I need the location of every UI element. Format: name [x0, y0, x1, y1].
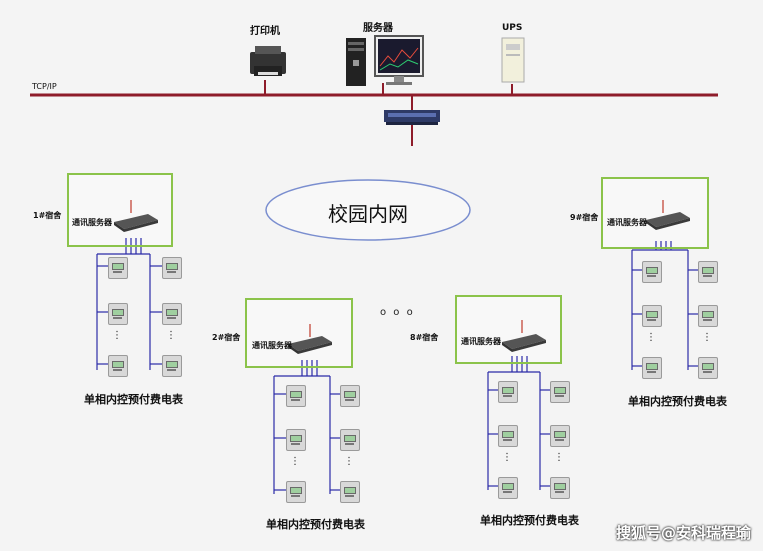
group-1-dorm-label: 1#宿舍 [33, 211, 62, 220]
tcpip-label: TCP/IP [32, 82, 57, 91]
campus-network-label: 校园内网 [328, 202, 408, 226]
group-4-dorm-label: 9#宿舍 [570, 213, 599, 222]
group-2-caption: 单相内控预付费电表 [266, 518, 365, 531]
meter [340, 385, 360, 407]
group-1-caption: 单相内控预付费电表 [84, 393, 183, 406]
group-3-frame [455, 295, 562, 364]
meter [286, 385, 306, 407]
campus-network-ellipse [265, 179, 471, 241]
meter [550, 381, 570, 403]
meter [108, 303, 128, 325]
group-2-frame [245, 298, 353, 368]
meter [698, 261, 718, 283]
meter [698, 357, 718, 379]
printer-icon [250, 46, 286, 76]
server-icon [346, 38, 366, 86]
meter [340, 481, 360, 503]
group-1-wiring [96, 244, 162, 370]
meter [340, 429, 360, 451]
meter [108, 257, 128, 279]
group-4-frame [601, 177, 709, 249]
meter [550, 477, 570, 499]
meter [162, 355, 182, 377]
meter [108, 355, 128, 377]
group-2-wiring [273, 364, 340, 494]
meter [162, 257, 182, 279]
server-label: 服务器 [363, 23, 393, 34]
printer-label: 打印机 [250, 26, 280, 37]
meter-ellipsis: ⋮ [502, 452, 512, 463]
meter [698, 305, 718, 327]
group-3-caption: 单相内控预付费电表 [480, 514, 579, 527]
meter [642, 357, 662, 379]
group-1-device-label: 通讯服务器 [72, 218, 112, 227]
meter [498, 477, 518, 499]
meter [286, 429, 306, 451]
meter-ellipsis: ⋮ [646, 332, 656, 343]
meter-ellipsis: ⋮ [290, 456, 300, 467]
meter [642, 305, 662, 327]
watermark: 搜狐号@安科瑞程瑜 [615, 524, 751, 542]
meter [286, 481, 306, 503]
more-groups-ellipsis: o o o [380, 307, 415, 318]
group-4-device-label: 通讯服务器 [607, 218, 647, 227]
meter-ellipsis: ⋮ [344, 456, 354, 467]
ups-label: UPS [502, 23, 523, 33]
ups-icon [501, 37, 525, 83]
meter [498, 381, 518, 403]
group-3-wiring [487, 360, 550, 490]
meter-ellipsis: ⋮ [554, 452, 564, 463]
group-2-device-label: 通讯服务器 [252, 341, 292, 350]
meter [498, 425, 518, 447]
group-4-caption: 单相内控预付费电表 [628, 395, 727, 408]
group-3-dorm-label: 8#宿舍 [410, 333, 439, 342]
monitor-icon [374, 35, 424, 85]
meter-ellipsis: ⋮ [702, 332, 712, 343]
group-4-wiring [631, 238, 698, 370]
meter [162, 303, 182, 325]
meter-ellipsis: ⋮ [112, 330, 122, 341]
network-switch-icon [384, 110, 440, 125]
meter [550, 425, 570, 447]
group-1-frame [67, 173, 173, 247]
meter [642, 261, 662, 283]
group-2-dorm-label: 2#宿舍 [212, 333, 241, 342]
meter-ellipsis: ⋮ [166, 330, 176, 341]
group-3-device-label: 通讯服务器 [461, 337, 501, 346]
